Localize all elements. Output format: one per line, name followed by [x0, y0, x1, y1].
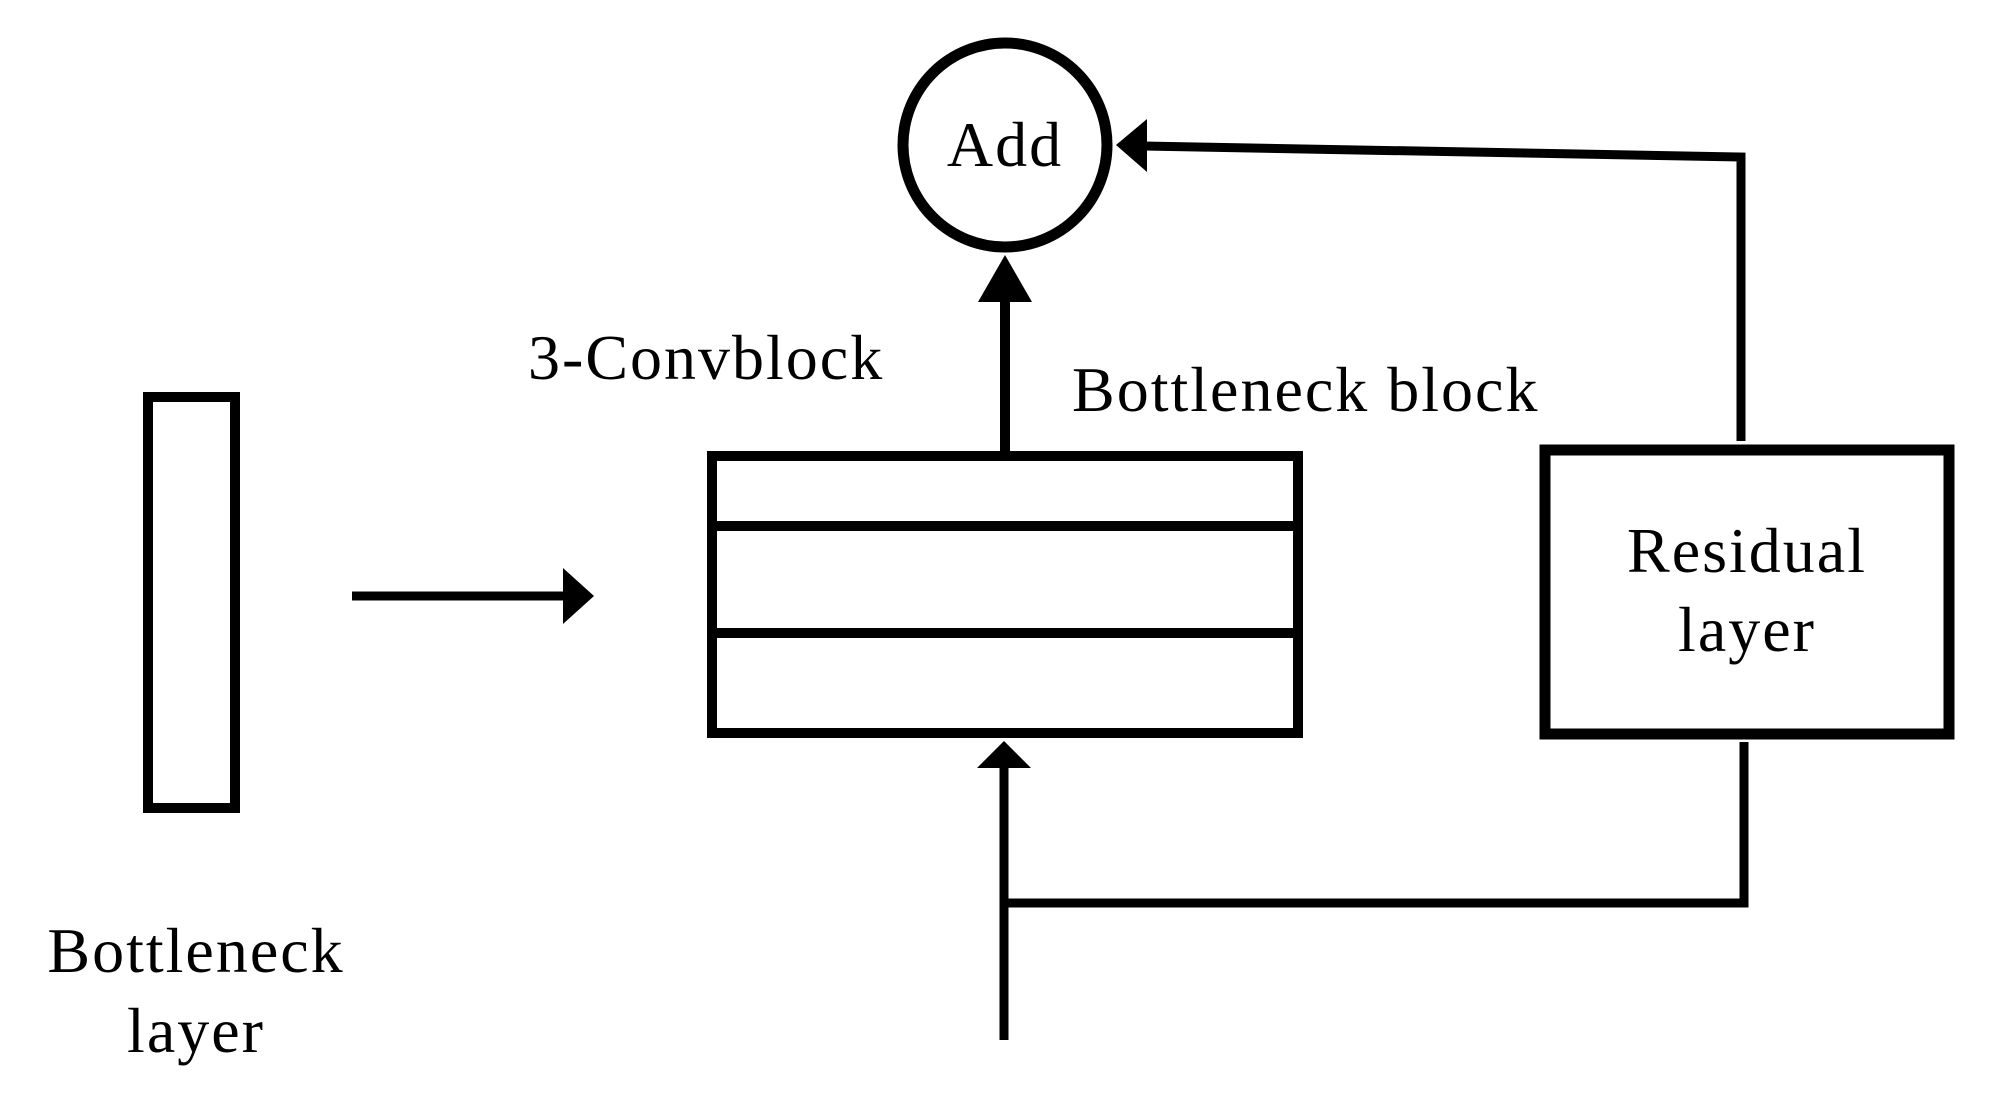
bottleneck-layer-label-line1: Bottleneck: [47, 915, 345, 986]
residual-layer-label-line1: Residual: [1627, 515, 1867, 586]
residual-to-add-arrow: [1116, 119, 1746, 441]
bottleneck-block-label: Bottleneck block: [1072, 354, 1540, 425]
conv-block-label: 3-Convblock: [528, 322, 885, 393]
add-node-label: Add: [946, 109, 1064, 180]
bottleneck-layer-label-line2: layer: [127, 995, 265, 1066]
bottleneck-layer-label: Bottleneck layer: [16, 911, 376, 1071]
add-node-circle: [897, 37, 1113, 253]
residual-input-branch-line: [1004, 742, 1749, 908]
input-arrow: [352, 568, 594, 624]
conv-to-add-arrow: [978, 255, 1032, 451]
bottom-input-arrow: [977, 741, 1031, 1040]
residual-layer-label-line2: layer: [1678, 594, 1816, 665]
conv-block-shape: [707, 451, 1303, 738]
residual-layer-label: Residual layer: [1545, 511, 1949, 669]
residual-layer-shape: [1539, 444, 1955, 740]
bottleneck-layer-shape: [143, 392, 240, 813]
